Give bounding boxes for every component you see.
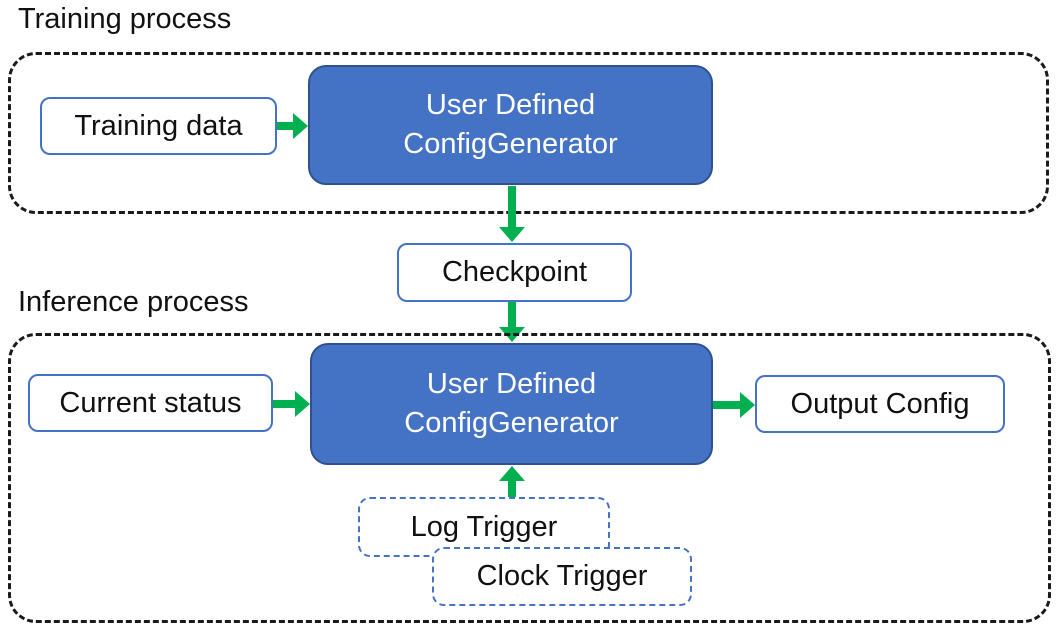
inference-process-label: Inference process	[18, 286, 249, 318]
checkpoint-label: Checkpoint	[441, 256, 588, 288]
current-status-box: Current status	[28, 374, 273, 432]
current-status-to-generator-arrow	[273, 391, 310, 417]
training-generator-line2: ConfigGenerator	[403, 128, 618, 160]
training-data-label: Training data	[74, 109, 243, 142]
output-config-label: Output Config	[790, 387, 970, 420]
training-data-to-generator-arrow	[277, 113, 308, 139]
output-config-box: Output Config	[755, 375, 1005, 433]
inference-process-container	[8, 333, 1051, 623]
training-config-generator-box: User Defined ConfigGenerator	[308, 65, 713, 185]
training-generator-line1: User Defined	[425, 89, 596, 121]
arrow-shaft	[508, 186, 516, 229]
arrow-head	[499, 466, 525, 481]
generator-to-checkpoint-arrow	[499, 186, 525, 242]
arrow-shaft	[277, 122, 295, 130]
arrow-shaft	[508, 302, 516, 329]
clock-trigger-box: Clock Trigger	[432, 547, 692, 606]
arrow-shaft	[508, 479, 516, 497]
arrow-shaft	[273, 400, 297, 408]
inference-generator-line2: ConfigGenerator	[404, 407, 619, 439]
arrow-head	[740, 392, 755, 418]
trigger-to-generator-arrow	[499, 466, 525, 497]
inference-generator-line1: User Defined	[426, 368, 597, 400]
inference-config-generator-box: User Defined ConfigGenerator	[310, 343, 713, 465]
arrow-head	[499, 227, 525, 242]
current-status-label: Current status	[59, 386, 242, 419]
arrow-head	[295, 391, 310, 417]
training-process-container	[8, 52, 1049, 214]
arrow-shaft	[713, 401, 742, 409]
log-trigger-label: Log Trigger	[410, 510, 558, 543]
checkpoint-box: Checkpoint	[397, 243, 632, 302]
generator-to-output-arrow	[713, 392, 755, 418]
training-data-box: Training data	[40, 97, 277, 155]
arrow-head	[293, 113, 308, 139]
training-process-label: Training process	[18, 3, 232, 35]
clock-trigger-label: Clock Trigger	[476, 560, 648, 592]
